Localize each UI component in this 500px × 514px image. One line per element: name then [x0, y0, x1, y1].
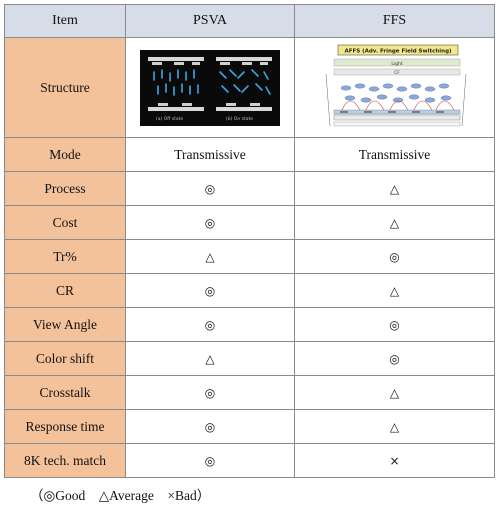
table-row: CR ◎ △: [4, 273, 495, 308]
table-row: Response time ◎ △: [4, 409, 495, 444]
table-row: View Angle ◎ ◎: [4, 307, 495, 342]
structure-row: Structure: [4, 37, 495, 138]
ffs-light-text: Light: [391, 61, 402, 67]
row-ffs: ×: [294, 443, 495, 478]
structure-label: Structure: [4, 37, 126, 138]
legend-note: （◎Good △Average ×Bad）: [30, 488, 211, 503]
row-psva: ◎: [125, 409, 295, 444]
row-ffs: △: [294, 205, 495, 240]
row-item: Cost: [4, 205, 126, 240]
row-ffs: ◎: [294, 239, 495, 274]
psva-caption-off: (a) Off state: [156, 116, 183, 122]
ffs-cf-text: CF: [394, 70, 400, 76]
row-psva: ◎: [125, 205, 295, 240]
row-ffs: △: [294, 273, 495, 308]
row-psva: ◎: [125, 171, 295, 206]
row-ffs: Transmissive: [294, 137, 495, 172]
row-psva: △: [125, 239, 295, 274]
table-row: Mode Transmissive Transmissive: [4, 137, 495, 172]
row-item: Tr%: [4, 239, 126, 274]
row-item: View Angle: [4, 307, 126, 342]
row-psva: ◎: [125, 307, 295, 342]
row-item: Process: [4, 171, 126, 206]
table-row: Process ◎ △: [4, 171, 495, 206]
table-row: Crosstalk ◎ △: [4, 375, 495, 410]
psva-structure-cell: (a) Off state (: [125, 37, 295, 138]
ffs-title-text: AFFS (Adv. Fringe Field Switching): [344, 48, 452, 54]
row-psva: Transmissive: [125, 137, 295, 172]
row-item: 8K tech. match: [4, 443, 126, 478]
header-psva: PSVA: [125, 4, 295, 38]
row-psva: ◎: [125, 273, 295, 308]
row-ffs: ◎: [294, 341, 495, 376]
row-psva: △: [125, 341, 295, 376]
header-ffs: FFS: [294, 4, 495, 38]
ffs-structure-cell: AFFS (Adv. Fringe Field Switching) Light…: [294, 37, 495, 138]
table-row: 8K tech. match ◎ ×: [4, 443, 495, 478]
row-ffs: △: [294, 409, 495, 444]
row-ffs: △: [294, 375, 495, 410]
row-item: Color shift: [4, 341, 126, 376]
row-ffs: ◎: [294, 307, 495, 342]
table-row: Tr% △ ◎: [4, 239, 495, 274]
header-item: Item: [4, 4, 126, 38]
table-row: Cost ◎ △: [4, 205, 495, 240]
row-item: Mode: [4, 137, 126, 172]
comparison-table: Item PSVA FFS Structure: [4, 4, 495, 478]
row-item: CR: [4, 273, 126, 308]
row-ffs: △: [294, 171, 495, 206]
row-item: Response time: [4, 409, 126, 444]
header-row: Item PSVA FFS: [4, 4, 495, 38]
comparison-table-wrapper: Item PSVA FFS Structure: [4, 4, 495, 478]
psva-structure-image: (a) Off state (: [140, 49, 280, 126]
row-psva: ◎: [125, 375, 295, 410]
table-row: Color shift △ ◎: [4, 341, 495, 376]
ffs-structure-image: AFFS (Adv. Fringe Field Switching) Light…: [319, 43, 470, 132]
row-psva: ◎: [125, 443, 295, 478]
psva-caption-on: (b) On state: [226, 116, 253, 122]
row-item: Crosstalk: [4, 375, 126, 410]
